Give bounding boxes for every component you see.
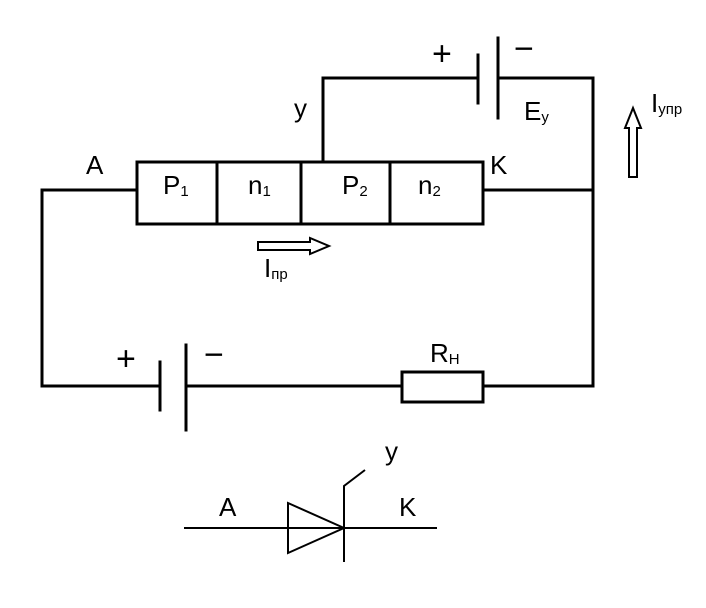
main-battery-minus: − [204, 336, 224, 374]
forward-current-arrow-icon [257, 236, 332, 256]
layer-n1-label: n1 [248, 170, 271, 200]
pnpn-structure: P1 n1 P2 n2 [135, 160, 485, 226]
symbol-cathode-label: K [399, 492, 417, 522]
control-battery: + − Ey [432, 30, 549, 126]
structure-outline [135, 160, 485, 226]
anode-wire [40, 188, 162, 388]
symbol-gate-lead [343, 469, 366, 488]
symbol-anode-label: A [219, 492, 237, 522]
main-battery: + − [116, 336, 224, 432]
gate-label: y [294, 93, 307, 123]
load-resistor: RH [400, 338, 485, 404]
symbol-gate-label: y [385, 436, 398, 466]
control-current-arrow-icon [623, 105, 643, 178]
forward-current-label: Iпр [264, 253, 288, 283]
resistor-body [400, 370, 485, 404]
layer-p1-label: P1 [163, 170, 189, 200]
control-source-label: Ey [524, 96, 549, 126]
control-battery-minus: − [514, 30, 534, 68]
control-return-wire [496, 76, 595, 192]
layer-p2-label: P2 [342, 170, 368, 200]
main-battery-plus: + [116, 340, 136, 378]
anode-label: A [86, 150, 104, 180]
resistor-label: RH [430, 338, 460, 368]
control-current-label: Iупр [651, 88, 682, 118]
symbol-triangle [287, 501, 347, 555]
cathode-return-wire [481, 188, 595, 388]
cathode-label: K [490, 150, 508, 180]
control-battery-plus: + [432, 35, 452, 73]
gate-wire [321, 76, 480, 164]
layer-n2-label: n2 [418, 170, 441, 200]
thyristor-symbol: A K y [184, 436, 437, 562]
